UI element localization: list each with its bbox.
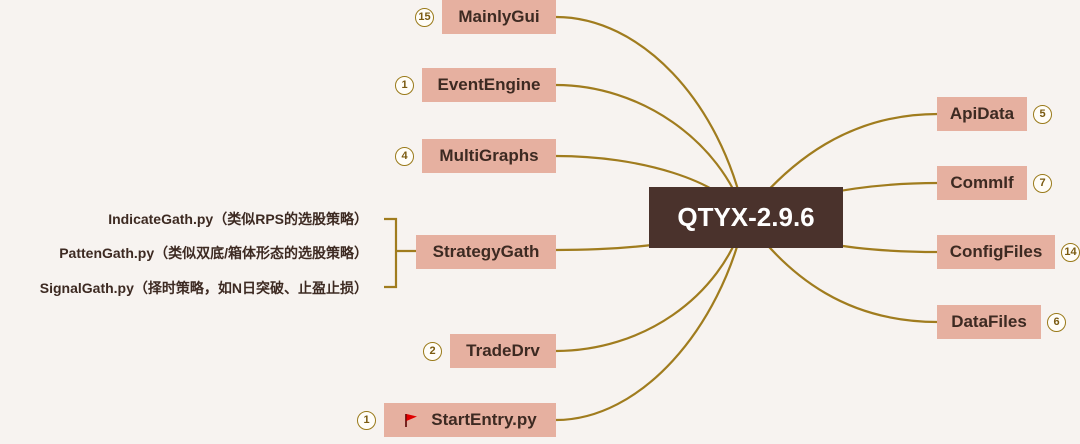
leaf-pattengath[interactable]: PattenGath.py（类似双底/箱体形态的选股策略） <box>59 245 368 261</box>
node-strategygath[interactable]: StrategyGath <box>416 235 556 269</box>
leaf-signalgath[interactable]: SignalGath.py（择时策略，如N日突破、止盈止损） <box>39 280 368 296</box>
count-badge: 2 <box>423 341 442 361</box>
branch-strategygath: StrategyGath <box>416 235 556 269</box>
central-node[interactable]: QTYX-2.9.6 <box>649 187 843 248</box>
branch-tradedrv: 2 TradeDrv <box>423 334 556 368</box>
branch-commif: CommIf 7 <box>937 166 1052 200</box>
count-badge: 4 <box>395 146 414 166</box>
branch-mainlygui: 15 MainlyGui <box>415 0 556 34</box>
count-badge: 1 <box>395 75 414 95</box>
node-startentry-label: StartEntry.py <box>431 410 537 429</box>
count-badge: 6 <box>1047 312 1066 332</box>
branch-multigraphs: 4 MultiGraphs <box>395 139 556 173</box>
count-badge: 5 <box>1033 104 1052 124</box>
count-badge: 15 <box>415 7 434 27</box>
node-commif[interactable]: CommIf <box>937 166 1027 200</box>
branch-startentry: 1 StartEntry.py <box>357 403 556 437</box>
branch-eventengine: 1 EventEngine <box>395 68 556 102</box>
leaf-indicategath[interactable]: IndicateGath.py（类似RPS的选股策略） <box>108 211 368 227</box>
connector-startentry <box>555 216 747 422</box>
node-multigraphs[interactable]: MultiGraphs <box>422 139 556 173</box>
red-flag-icon <box>403 412 419 428</box>
node-tradedrv[interactable]: TradeDrv <box>450 334 556 368</box>
count-badge: 14 <box>1061 242 1080 262</box>
node-apidata[interactable]: ApiData <box>937 97 1027 131</box>
node-datafiles[interactable]: DataFiles <box>937 305 1041 339</box>
strategy-bracket <box>384 217 416 289</box>
connector-mainlygui <box>555 15 747 218</box>
branch-configfiles: ConfigFiles 14 <box>937 235 1080 269</box>
count-badge: 1 <box>357 410 376 430</box>
branch-datafiles: DataFiles 6 <box>937 305 1066 339</box>
node-configfiles[interactable]: ConfigFiles <box>937 235 1055 269</box>
node-eventengine[interactable]: EventEngine <box>422 68 556 102</box>
node-mainlygui[interactable]: MainlyGui <box>442 0 556 34</box>
node-startentry[interactable]: StartEntry.py <box>384 403 556 437</box>
count-badge: 7 <box>1033 173 1052 193</box>
branch-apidata: ApiData 5 <box>937 97 1052 131</box>
